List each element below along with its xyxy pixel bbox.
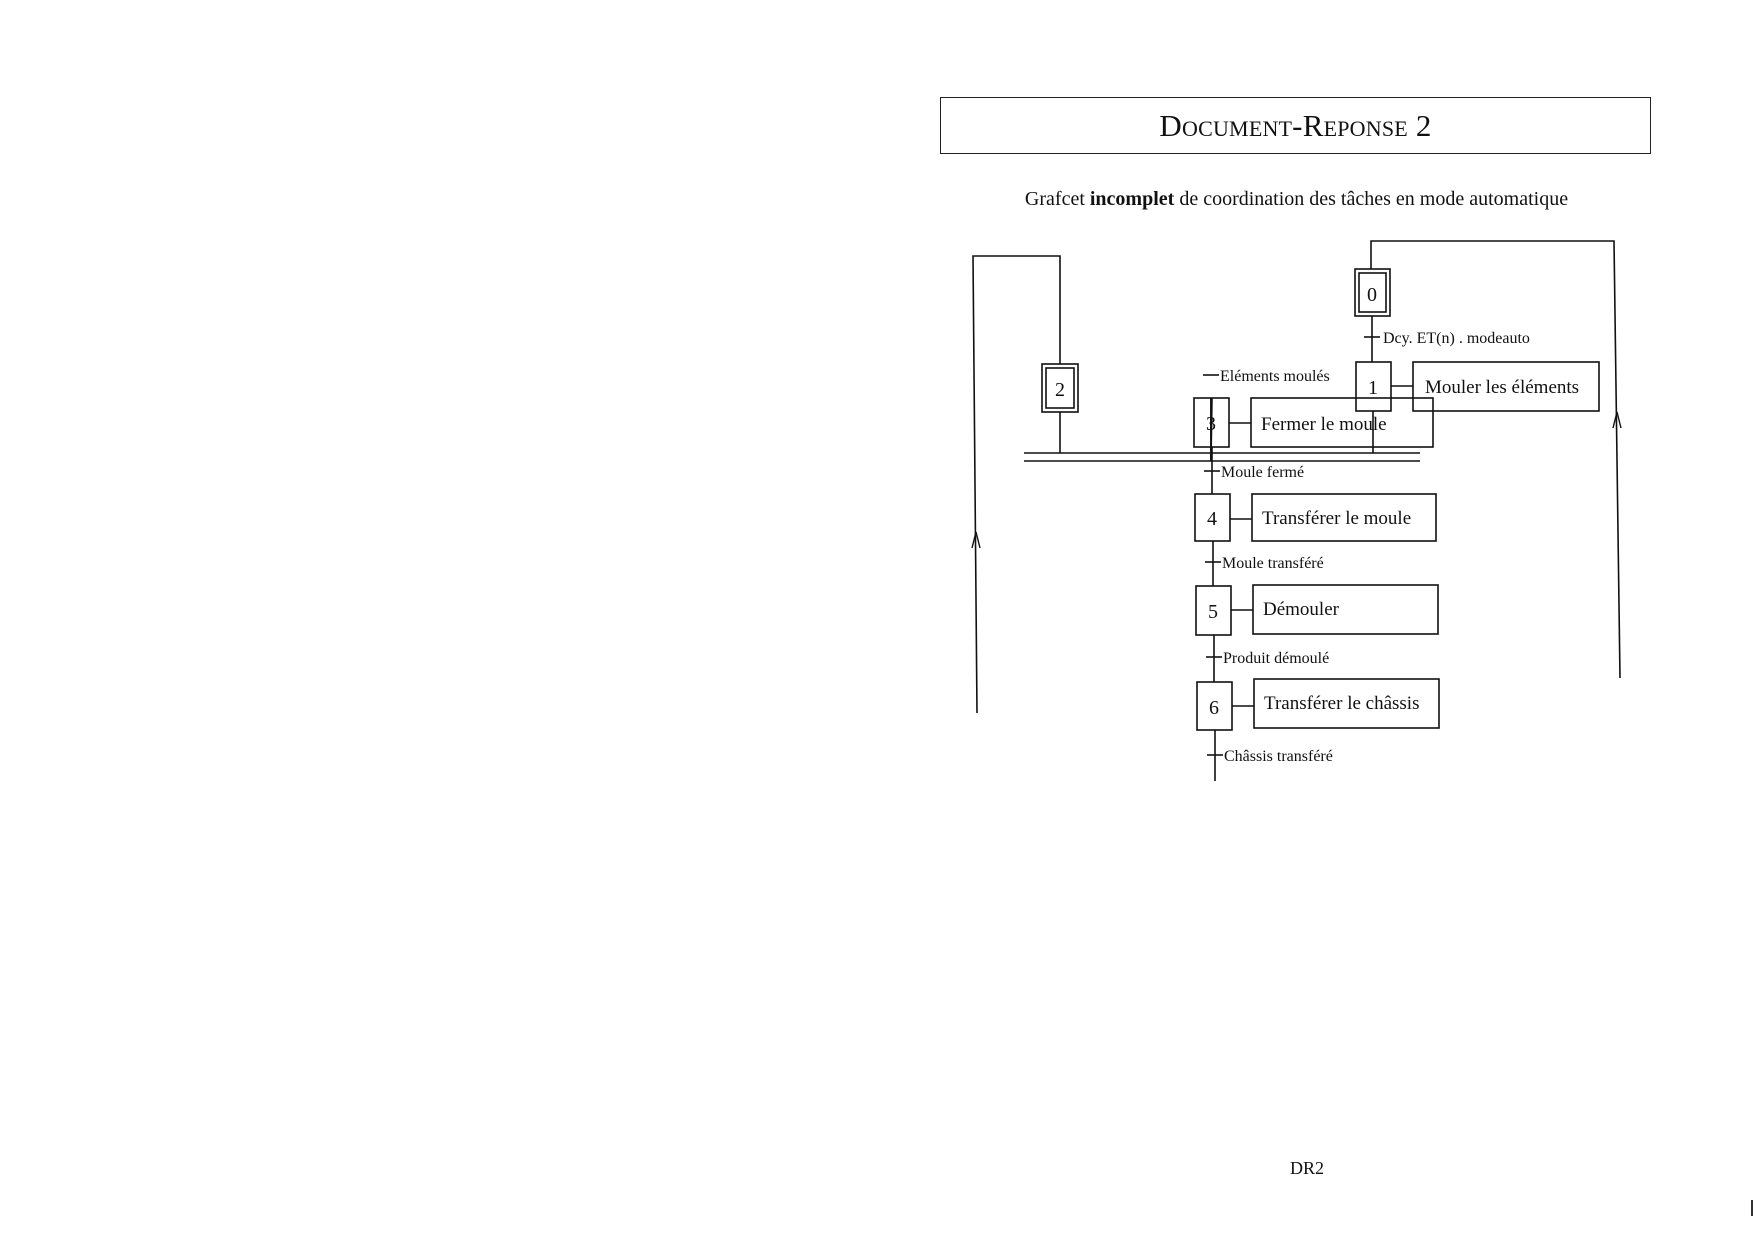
step-2: 2 (1041, 363, 1079, 413)
subtitle-prefix: Grafcet (1024, 188, 1090, 210)
arrow-up-icon (1612, 411, 1622, 429)
action-box: Démouler (1252, 584, 1439, 635)
subtitle: Grafcet incomplet de coordination des tâ… (940, 188, 1653, 211)
transition-label: Moule transféré (1222, 555, 1324, 572)
edge-mark (1751, 1200, 1753, 1216)
action-box: Transférer le châssis (1253, 678, 1440, 729)
subtitle-suffix: de coordination des tâches en mode autom… (1174, 188, 1569, 210)
svg-text:Fermer le moule: Fermer le moule (1261, 414, 1387, 435)
svg-text:3: 3 (1206, 413, 1216, 435)
svg-text:1: 1 (1368, 377, 1378, 399)
transition-label: Moule fermé (1221, 464, 1304, 481)
page-label: DR2 (1290, 1158, 1325, 1178)
step-0: 0 (1354, 268, 1391, 317)
action-box: Transférer le moule (1251, 493, 1437, 542)
action-box: Mouler les éléments (1412, 361, 1600, 412)
step-1: 1 (1355, 361, 1392, 412)
loop-line-right (1370, 240, 1621, 679)
transition-label: Châssis transféré (1224, 748, 1333, 765)
svg-text:Mouler les éléments: Mouler les éléments (1425, 377, 1579, 398)
action-box: Fermer le moule (1250, 397, 1434, 448)
svg-text:Transférer le moule: Transférer le moule (1262, 508, 1411, 529)
arrow-up-icon (971, 531, 981, 549)
svg-text:0: 0 (1367, 284, 1377, 306)
svg-text:4: 4 (1207, 508, 1217, 530)
document-title-box: Document-Reponse 2 (940, 97, 1651, 154)
document-title: Document-Reponse 2 (1159, 108, 1432, 143)
step-6: 6 (1196, 681, 1233, 731)
transition-label: Eléments moulés (1220, 368, 1330, 385)
svg-text:5: 5 (1208, 601, 1218, 623)
step-5: 5 (1195, 585, 1232, 636)
svg-text:Transférer le châssis: Transférer le châssis (1264, 693, 1419, 714)
subtitle-emphasis: incomplet (1089, 188, 1175, 210)
svg-text:Démouler: Démouler (1263, 599, 1340, 620)
svg-text:6: 6 (1209, 697, 1219, 719)
svg-text:2: 2 (1055, 379, 1065, 401)
step-4: 4 (1194, 493, 1231, 542)
transition-label: Dcy. ET(n) . modeauto (1383, 330, 1530, 347)
transition-label: Produit démoulé (1223, 650, 1329, 667)
loop-line-left (972, 255, 1061, 714)
